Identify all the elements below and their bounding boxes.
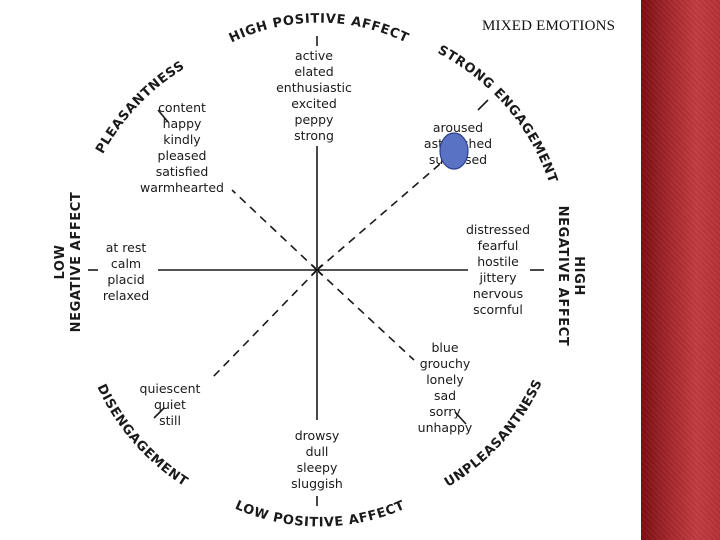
affect-circumplex-diagram: HIGH POSITIVE AFFECT LOW POSITIVE AFFECT… — [53, 12, 586, 531]
label-high-positive-affect: HIGH POSITIVE AFFECT — [227, 12, 411, 47]
word: content — [158, 100, 206, 115]
word: placid — [107, 272, 144, 287]
word: peppy — [295, 112, 334, 127]
word: kindly — [163, 132, 201, 147]
word: at rest — [106, 240, 147, 255]
word: drowsy — [295, 428, 340, 443]
high-negative-affect-line1: HIGH — [571, 256, 586, 296]
diseng-tick — [153, 407, 165, 419]
word: quiescent — [140, 381, 201, 396]
word: relaxed — [103, 288, 149, 303]
word: sorry — [429, 404, 461, 419]
low-negative-affect-line2: NEGATIVE AFFECT — [69, 192, 84, 333]
cluster-low-positive: drowsy dull sleepy sluggish — [291, 428, 343, 491]
word: scornful — [473, 302, 523, 317]
word: grouchy — [420, 356, 471, 371]
word: calm — [111, 256, 141, 271]
pleasant-tick — [157, 109, 169, 123]
word: happy — [163, 116, 202, 131]
word: distressed — [466, 222, 530, 237]
axis-lines — [88, 36, 544, 506]
word: aroused — [433, 120, 483, 135]
word: still — [159, 413, 181, 428]
word: jittery — [479, 270, 518, 285]
diagonal-lower-right — [316, 269, 415, 361]
word: fearful — [478, 238, 519, 253]
word: sleepy — [297, 460, 338, 475]
label-low-negative-affect: LOW NEGATIVE AFFECT — [53, 192, 84, 333]
cluster-pleasant: content happy kindly pleased satisfied w… — [140, 100, 224, 195]
word: active — [295, 48, 333, 63]
decorative-side-panel — [641, 0, 720, 540]
word: warmhearted — [140, 180, 224, 195]
word: quiet — [154, 397, 186, 412]
diagonal-upper-right — [316, 163, 441, 271]
cluster-low-negative: at rest calm placid relaxed — [103, 240, 149, 303]
word: sad — [434, 388, 456, 403]
label-high-negative-affect: HIGH NEGATIVE AFFECT — [555, 206, 586, 347]
word: pleased — [158, 148, 207, 163]
unpleasant-tick — [454, 411, 467, 425]
word: hostile — [477, 254, 519, 269]
diagonal-dashed-lines — [211, 163, 441, 379]
strong-tick — [477, 99, 489, 111]
word: unhappy — [418, 420, 473, 435]
cluster-disengagement: quiescent quiet still — [140, 381, 201, 428]
high-negative-affect-line2: NEGATIVE AFFECT — [555, 206, 570, 347]
word: strong — [294, 128, 334, 143]
word: elated — [294, 64, 333, 79]
word: lonely — [426, 372, 464, 387]
label-low-positive-affect: LOW POSITIVE AFFECT — [233, 498, 407, 530]
slide-title: MIXED EMOTIONS — [482, 18, 616, 34]
word: blue — [431, 340, 458, 355]
word: excited — [291, 96, 337, 111]
word: dull — [306, 444, 329, 459]
word: enthusiastic — [276, 80, 352, 95]
cluster-high-positive: active elated enthusiastic excited peppy… — [276, 48, 352, 143]
center-point — [311, 264, 323, 276]
diagonal-lower-left — [211, 269, 318, 379]
blue-circle-marker — [439, 132, 469, 170]
diagonal-upper-left — [231, 189, 318, 271]
word: nervous — [473, 286, 523, 301]
word: sluggish — [291, 476, 343, 491]
cluster-high-negative: distressed fearful hostile jittery nervo… — [466, 222, 530, 317]
cluster-unpleasant: blue grouchy lonely sad sorry unhappy — [418, 340, 473, 435]
low-negative-affect-line1: LOW — [53, 244, 68, 279]
word: satisfied — [156, 164, 209, 179]
diagonal-end-ticks — [153, 99, 489, 425]
